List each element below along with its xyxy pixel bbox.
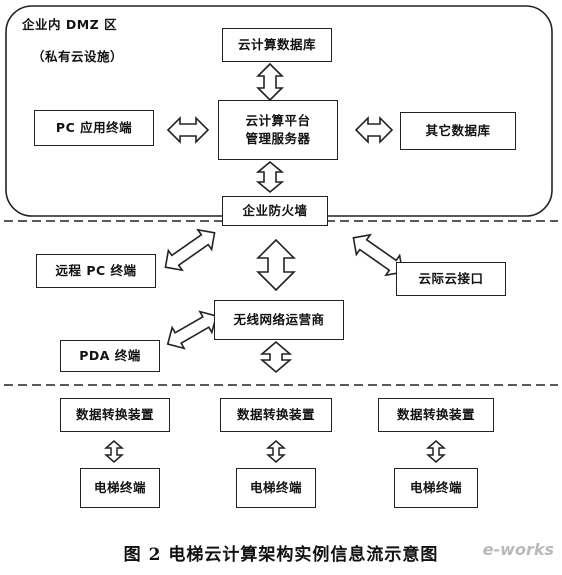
cloud-management-server-node: 云计算平台 管理服务器 [218, 100, 338, 160]
dmz-zone-subtitle: （私有云设施） [32, 49, 124, 64]
elevator-terminal-node-1: 电梯终端 [80, 468, 160, 508]
arrow-mgmt-otherdb [354, 116, 394, 144]
remote-pc-terminal-node: 远程 PC 终端 [36, 254, 156, 288]
arrow-clouddb-mgmt [256, 62, 284, 102]
other-database-node: 其它数据库 [400, 112, 516, 150]
data-converter-node-3: 数据转换装置 [378, 398, 494, 432]
cloud-database-node: 云计算数据库 [222, 28, 332, 62]
arrow-converter-elevator-2 [266, 440, 286, 463]
arrow-remotepc-firewall [164, 228, 216, 272]
elevator-terminal-node-2: 电梯终端 [236, 468, 316, 508]
arrow-firewall-wireless [256, 238, 296, 292]
arrow-converter-elevator-3 [426, 440, 446, 463]
watermark-logo: e-works [482, 540, 554, 559]
cloud-management-line1: 云计算平台 [245, 113, 311, 128]
enterprise-firewall-node: 企业防火墙 [222, 196, 328, 226]
arrow-converter-elevator-1 [104, 440, 124, 463]
elevator-terminal-node-3: 电梯终端 [394, 468, 478, 508]
arrow-pcapp-mgmt [166, 116, 210, 144]
cloud-interface-node: 云际云接口 [396, 262, 506, 296]
wireless-operator-node: 无线网络运营商 [214, 300, 344, 340]
data-converter-node-2: 数据转换装置 [220, 398, 332, 432]
arrow-wireless-bottom [259, 340, 293, 374]
pda-terminal-node: PDA 终端 [60, 340, 160, 372]
cloud-management-line2: 管理服务器 [245, 131, 311, 146]
arrow-mgmt-firewall [255, 160, 285, 194]
dmz-zone-title: 企业内 DMZ 区 [22, 17, 118, 32]
figure-caption: 图 2 电梯云计算架构实例信息流示意图 [123, 545, 439, 565]
pc-app-terminal-node: PC 应用终端 [34, 110, 154, 146]
data-converter-node-1: 数据转换装置 [60, 398, 170, 432]
